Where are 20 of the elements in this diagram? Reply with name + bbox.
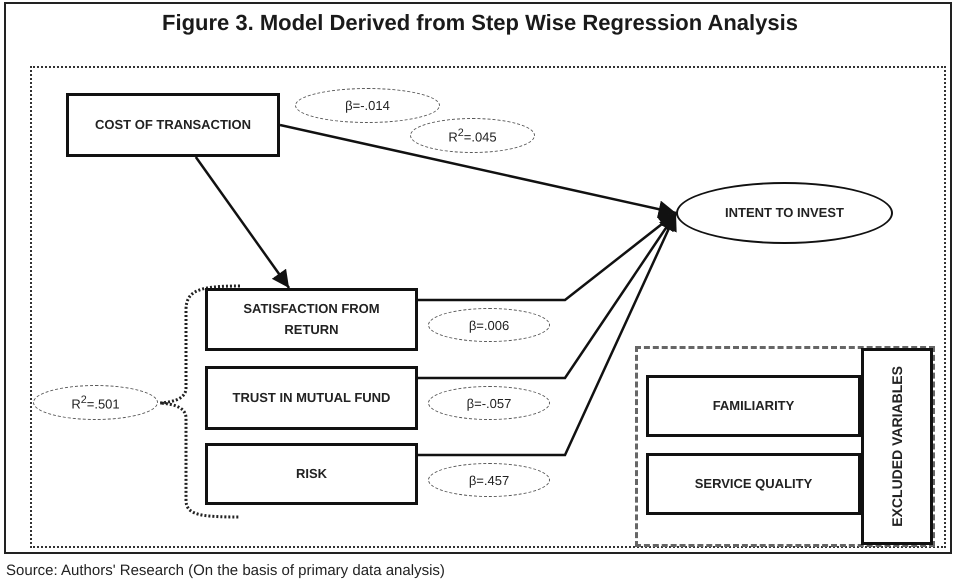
variable-box: SATISFACTION FROM RETURN (205, 288, 418, 351)
coefficient-ellipse: R$^{2}$=.045 (410, 118, 535, 153)
coefficient-ellipse: β=-.057 (428, 386, 550, 420)
figure-title: Figure 3. Model Derived from Step Wise Regression Analysis (161, 10, 799, 36)
excluded-variables-group (635, 346, 935, 547)
outcome-ellipse: INTENT TO INVEST (676, 182, 893, 244)
variable-box: FAMILIARITY (646, 375, 861, 437)
arrow (418, 212, 677, 302)
arrow (194, 156, 290, 289)
group-label-box: EXCLUDED VARIABLES (861, 348, 933, 545)
variable-box: SERVICE QUALITY (646, 453, 861, 515)
arrow (280, 124, 676, 218)
coefficient-ellipse: β=-.014 (295, 88, 440, 123)
variable-box: TRUST IN MUTUAL FUND (205, 366, 418, 430)
variable-box: RISK (205, 443, 418, 505)
coefficient-ellipse: R$^{2}$=.501 (33, 385, 158, 420)
coefficient-ellipse: β=.457 (428, 463, 550, 497)
caption: Source: Authors' Research (On the basis of primary data analysis) (6, 562, 445, 579)
coefficient-ellipse: β=.006 (428, 308, 550, 342)
variable-box: COST OF TRANSACTION (66, 93, 280, 157)
